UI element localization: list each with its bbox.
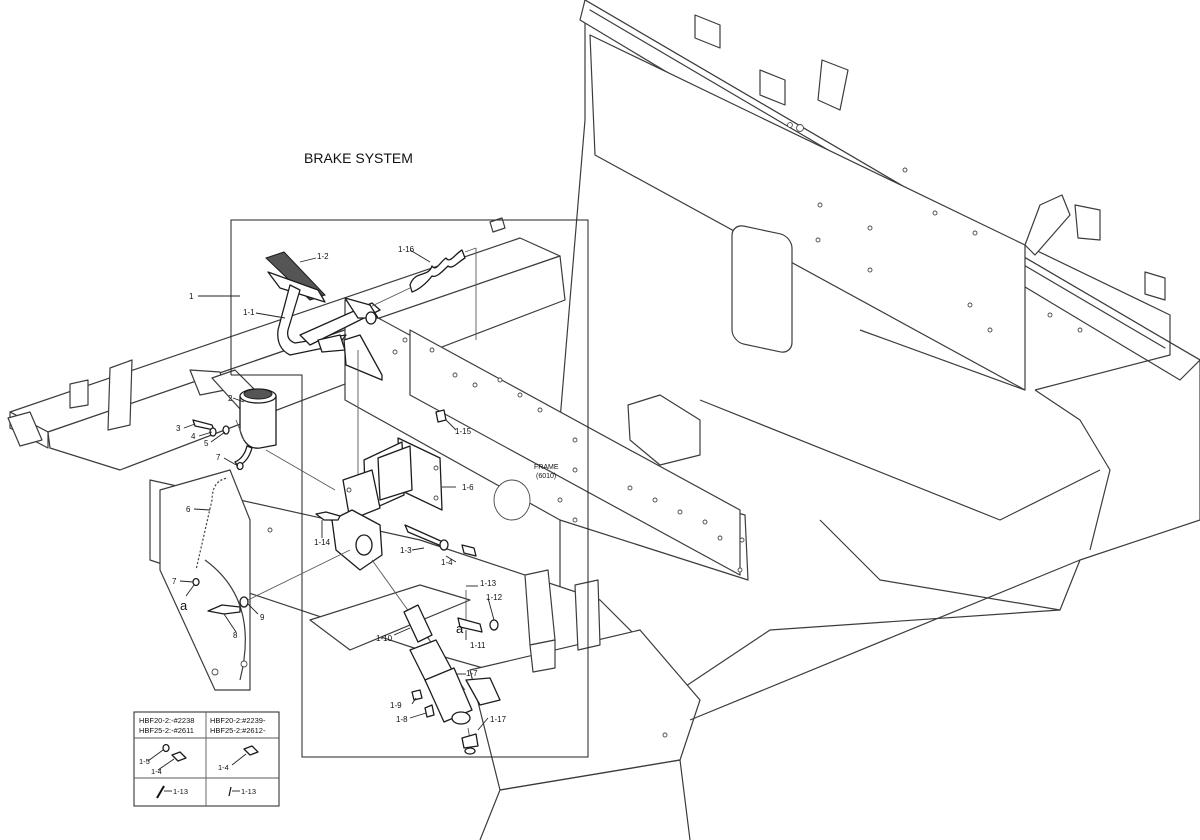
- callout-1-10: 1-10: [376, 634, 393, 643]
- callout-7-lower: 7: [172, 577, 177, 586]
- variant-r1c2: 1-4: [218, 763, 229, 772]
- variant-table: HBF20-2:-#2238 HBF25-2:-#2611 HBF20-2:#2…: [133, 711, 280, 807]
- leader-lines: [179, 249, 495, 731]
- callout-3: 3: [176, 424, 181, 433]
- callout-a-left: a: [180, 598, 188, 613]
- callout-9: 9: [260, 613, 265, 622]
- callout-1-12: 1-12: [486, 593, 503, 602]
- callout-7-upper: 7: [216, 453, 221, 462]
- callout-1-1: 1-1: [243, 308, 255, 317]
- callout-1-8: 1-8: [396, 715, 408, 724]
- callout-2: 2: [228, 394, 233, 403]
- diagram-title: BRAKE SYSTEM: [304, 150, 413, 166]
- callout-labels: 1 1-1 1-2 1-16 1-15 1-6 1-14 1-3 1-4 1-1…: [172, 245, 507, 724]
- variant-col2-line2: HBF25-2:#2612-: [210, 726, 266, 735]
- callout-1-7: 1-7: [466, 669, 478, 678]
- callout-6: 6: [186, 505, 191, 514]
- callout-1-11: 1-11: [470, 641, 486, 650]
- callout-4: 4: [191, 432, 196, 441]
- callout-1-2: 1-2: [317, 252, 329, 261]
- callout-1-3: 1-3: [400, 546, 412, 555]
- variant-col2-line1: HBF20-2:#2239-: [210, 716, 266, 725]
- fasteners: [315, 409, 499, 718]
- variant-col1-line1: HBF20-2:-#2238: [139, 716, 194, 725]
- brake-fluid-reservoir: [195, 388, 277, 571]
- callout-1-17: 1-17: [490, 715, 507, 724]
- detail-box: [230, 219, 589, 758]
- variant-col1-line2: HBF25-2:-#2611: [139, 726, 194, 735]
- master-cylinder: [403, 604, 501, 755]
- callout-1-15: 1-15: [455, 427, 472, 436]
- variant-r2c1: 1-13: [173, 787, 188, 796]
- callout-1-9: 1-9: [390, 701, 402, 710]
- frame-part-number: (6010): [536, 473, 556, 480]
- chassis-frame: [7, 0, 1200, 840]
- callout-1-14: 1-14: [314, 538, 331, 547]
- variant-r1c1-a: 1-5: [139, 757, 150, 766]
- variant-r1c1-b: 1-4: [151, 767, 162, 776]
- callout-5: 5: [204, 439, 209, 448]
- brake-pedal-assembly: [265, 247, 477, 480]
- callout-1-16: 1-16: [398, 245, 415, 254]
- callout-1-6: 1-6: [462, 483, 474, 492]
- variant-r2c2: 1-13: [241, 787, 256, 796]
- callout-8: 8: [233, 631, 238, 640]
- callout-1-13: 1-13: [480, 579, 497, 588]
- callout-1: 1: [189, 292, 194, 301]
- pedal-bracket: [331, 437, 466, 691]
- reservoir-fasteners: [192, 419, 351, 615]
- callout-1-4: 1-4: [441, 558, 453, 567]
- frame-label: FRAME: [534, 464, 559, 471]
- callout-a-right: a: [456, 621, 464, 636]
